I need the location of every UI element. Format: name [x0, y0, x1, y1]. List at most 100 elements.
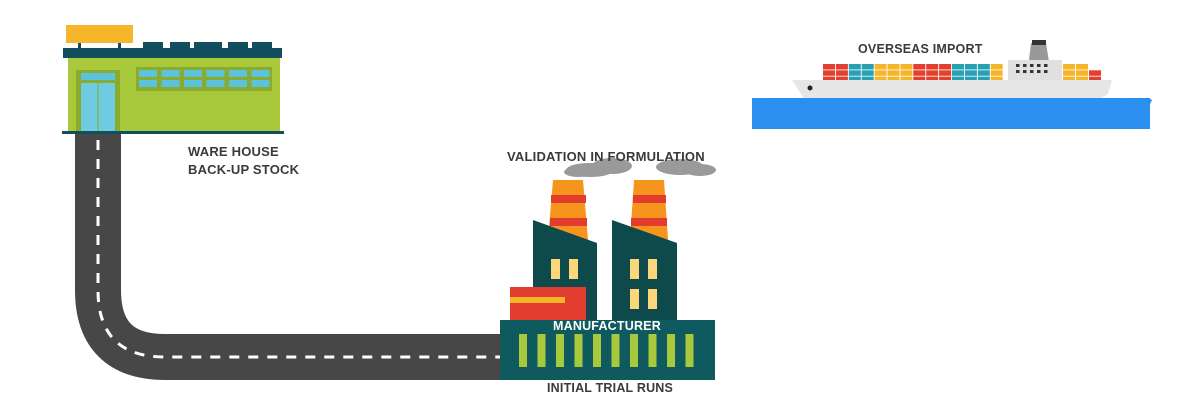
container	[926, 64, 939, 70]
container	[977, 70, 990, 76]
container	[848, 70, 861, 76]
container	[990, 70, 1003, 76]
porthole	[1030, 64, 1034, 67]
factory-name: MANUFACTURER	[553, 319, 661, 333]
factory-base	[500, 320, 715, 380]
porthole	[1037, 70, 1041, 73]
factory-subtitle: INITIAL TRIAL RUNS	[547, 381, 674, 395]
factory-vents	[519, 334, 694, 367]
container	[964, 64, 977, 70]
factory-red-block	[510, 287, 586, 322]
factory-vent	[667, 334, 675, 367]
factory-vent	[519, 334, 527, 367]
container	[1089, 76, 1101, 83]
warehouse-label-line2: BACK-UP STOCK	[188, 162, 300, 177]
containers	[823, 64, 1101, 83]
porthole	[1030, 70, 1034, 73]
warehouse-sign	[66, 25, 133, 43]
container	[848, 64, 861, 70]
factory-vent	[648, 334, 657, 367]
chimney-right	[630, 180, 668, 240]
ship-bridge	[1008, 60, 1062, 82]
warehouse-window	[139, 80, 157, 87]
factory-vent	[593, 334, 601, 367]
container	[1089, 70, 1101, 76]
container	[823, 64, 835, 70]
container	[823, 76, 835, 83]
container	[1076, 76, 1088, 83]
container	[977, 76, 990, 83]
ship-hull	[792, 80, 1112, 100]
container	[964, 76, 977, 83]
warehouse	[62, 25, 284, 134]
warehouse-window	[184, 70, 202, 77]
container	[835, 64, 848, 70]
factory	[500, 158, 716, 380]
warehouse-window	[251, 70, 270, 77]
container	[848, 76, 861, 83]
container	[952, 64, 964, 70]
container	[887, 76, 900, 83]
container	[1076, 70, 1088, 76]
warehouse-window	[229, 80, 247, 87]
container	[1063, 64, 1075, 70]
porthole	[1016, 70, 1020, 73]
container	[835, 70, 848, 76]
container	[900, 64, 913, 70]
container	[887, 64, 900, 70]
water-waves	[752, 98, 1152, 104]
container	[952, 76, 964, 83]
ship	[752, 40, 1152, 129]
container	[1063, 76, 1075, 83]
porthole	[1044, 64, 1048, 67]
container	[861, 70, 874, 76]
container	[861, 76, 874, 83]
container	[977, 64, 990, 70]
container	[990, 64, 1003, 70]
porthole	[1037, 64, 1041, 67]
warehouse-window	[184, 80, 202, 87]
container	[823, 70, 835, 76]
factory-building-right	[612, 220, 677, 322]
container	[952, 70, 964, 76]
factory-vent	[630, 334, 638, 367]
container	[939, 76, 952, 83]
container	[964, 70, 977, 76]
porthole	[1016, 64, 1020, 67]
warehouse-windows	[139, 70, 270, 87]
warehouse-window	[161, 70, 180, 77]
porthole	[1044, 70, 1048, 73]
container	[900, 76, 913, 83]
ship-title: OVERSEAS IMPORT	[858, 42, 983, 56]
container	[939, 64, 952, 70]
factory-vent	[556, 334, 564, 367]
factory-title: VALIDATION IN FORMULATION	[507, 149, 705, 164]
container	[926, 76, 939, 83]
warehouse-roof	[63, 48, 282, 58]
container	[861, 64, 874, 70]
warehouse-window	[139, 70, 157, 77]
porthole	[1023, 64, 1027, 67]
container	[913, 70, 926, 76]
road	[75, 132, 505, 380]
chimney-left	[548, 180, 588, 240]
container	[874, 64, 887, 70]
container	[887, 70, 900, 76]
container	[1063, 70, 1075, 76]
factory-vent	[611, 334, 620, 367]
container	[990, 76, 1003, 83]
warehouse-window	[251, 80, 270, 87]
warehouse-label-line1: WARE HOUSE	[188, 144, 279, 159]
warehouse-window	[229, 70, 247, 77]
container	[1076, 64, 1088, 70]
road-center-line	[96, 140, 505, 359]
container	[874, 76, 887, 83]
container	[900, 70, 913, 76]
factory-vent	[574, 334, 583, 367]
container	[926, 70, 939, 76]
factory-windows	[551, 259, 657, 309]
factory-vent	[537, 334, 546, 367]
container	[913, 76, 926, 83]
